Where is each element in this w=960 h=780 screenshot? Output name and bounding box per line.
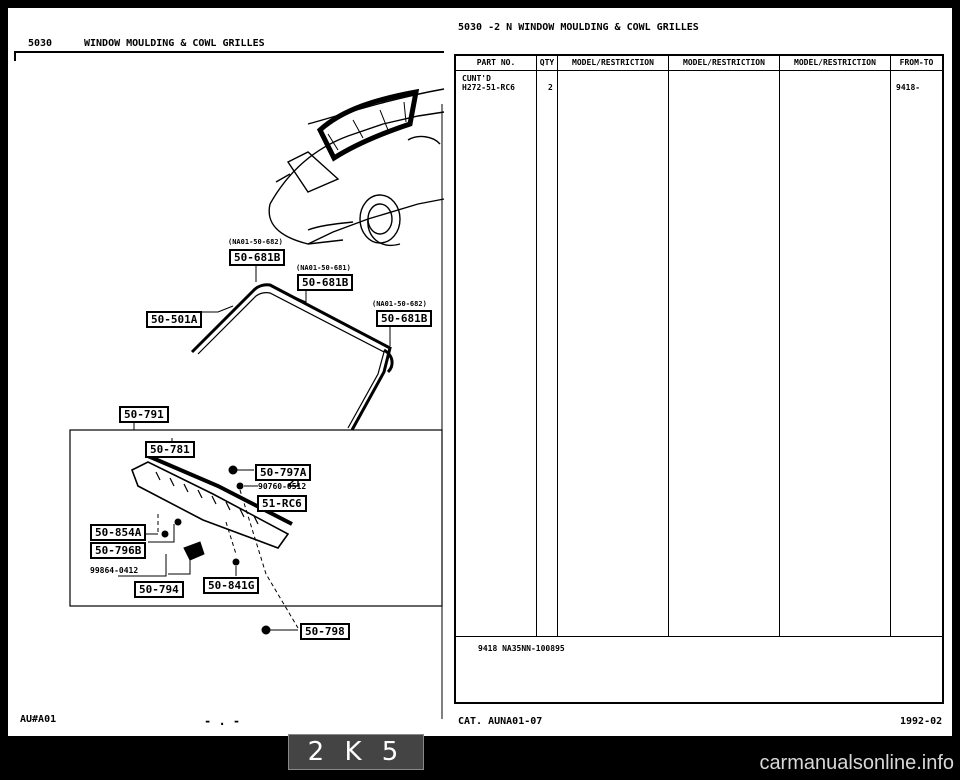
col-divider-5 <box>890 56 891 636</box>
callout-50-854a: 50-854A <box>90 524 147 541</box>
callout-51-rc6: 51-RC6 <box>257 495 307 512</box>
callout-50-841g: 50-841G <box>203 577 260 594</box>
page-tab: 2 K 5 <box>288 734 424 770</box>
parts-table: PART NO. QTY MODEL/RESTRICTION MODEL/RES… <box>454 54 944 704</box>
note-na01-50-681: (NA01-50-681) <box>296 264 351 272</box>
callout-50-798: 50-798 <box>300 623 350 640</box>
leader-lines <box>196 260 391 346</box>
col-divider-2 <box>557 56 558 636</box>
callout-50-681b-right: 50-681B <box>376 310 433 327</box>
left-footer-code: AU#A01 <box>20 714 57 725</box>
cowl-grille <box>130 461 290 549</box>
section-code: 5030 <box>28 38 53 49</box>
col-divider-3 <box>668 56 669 636</box>
note-na01-50-682-top: (NA01-50-682) <box>228 238 283 246</box>
callout-50-681b-middle: 50-681B <box>297 274 354 291</box>
site-watermark: carmanualsonline.info <box>759 752 954 774</box>
col-header-part-no: PART NO. <box>476 58 516 67</box>
section-title: WINDOW MOULDING & COWL GRILLES <box>84 38 265 49</box>
row-part-no-line1: CUNT'D <box>462 74 491 83</box>
catalog-date: 1992-02 <box>900 716 943 727</box>
callout-50-781: 50-781 <box>145 441 195 458</box>
parts-list-panel <box>448 8 952 736</box>
row-from-to: 9418- <box>896 83 921 92</box>
catalog-code: CAT. AUNA01-07 <box>458 716 543 727</box>
exploded-parts-diagram <box>69 88 445 719</box>
callout-50-794: 50-794 <box>134 581 184 598</box>
col-header-qty: QTY <box>539 58 555 67</box>
table-footnote: 9418 NA35NN-100895 <box>478 644 565 653</box>
callout-50-681b-top: 50-681B <box>229 249 286 266</box>
dashed-guides <box>157 489 299 629</box>
windshield-frame <box>316 88 420 162</box>
note-na01-50-682-right: (NA01-50-682) <box>372 300 427 308</box>
fasteners <box>161 465 271 635</box>
diagram-panel <box>8 8 448 736</box>
page-tab-label: 2 K 5 <box>307 737 405 767</box>
part-number-99864-0412: 99864-0412 <box>90 566 139 575</box>
col-header-model-3: MODEL/RESTRICTION <box>794 58 876 67</box>
header-rule <box>14 51 444 53</box>
windshield-moulding-inner <box>197 292 385 429</box>
callout-50-797a: 50-797A <box>255 464 312 481</box>
col-divider-1 <box>536 56 537 636</box>
windshield-moulding <box>190 283 392 431</box>
row-part-no-line2: H272-51-RC6 <box>462 83 515 92</box>
footnote-separator <box>456 636 942 637</box>
col-header-model-1: MODEL/RESTRICTION <box>572 58 654 67</box>
callout-50-796b: 50-796B <box>90 542 147 559</box>
part-number-90760-0512: 90760-0512 <box>258 482 307 491</box>
cowl-grille-slots <box>155 471 259 525</box>
header-rule-tick <box>14 51 16 61</box>
callout-50-501a: 50-501A <box>146 311 203 328</box>
col-header-from-to: FROM-TO <box>899 58 934 67</box>
header-separator <box>456 70 942 71</box>
windshield-glass-lines <box>327 101 407 151</box>
moulding-corner-cap <box>383 348 394 374</box>
callout-50-791: 50-791 <box>119 406 169 423</box>
left-footer-marks: - . - <box>204 714 241 728</box>
row-qty: 2 <box>548 83 553 92</box>
col-divider-4 <box>779 56 780 636</box>
col-header-model-2: MODEL/RESTRICTION <box>683 58 765 67</box>
page-header-title: 5030 -2 N WINDOW MOULDING & COWL GRILLES <box>458 22 699 33</box>
car-illustration <box>268 88 445 247</box>
fastener-leaders <box>118 469 298 631</box>
